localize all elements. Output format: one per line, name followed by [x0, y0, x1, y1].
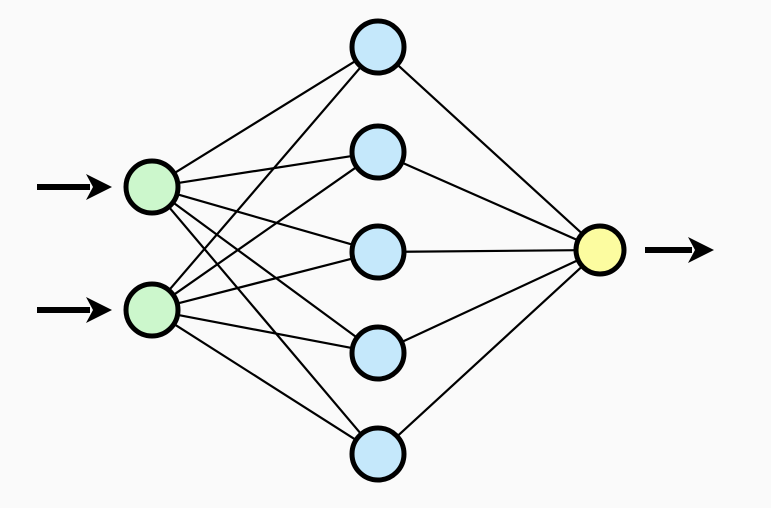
node-hidden-h4[interactable] [349, 324, 407, 382]
edge-i2-h3 [175, 257, 355, 305]
edge-i1-h1 [172, 59, 358, 175]
edge-i2-h4 [175, 313, 355, 350]
node-hidden-h5[interactable] [349, 425, 407, 483]
node-hidden-h3[interactable] [349, 223, 407, 281]
arrow-group [37, 174, 714, 323]
node-group [123, 18, 627, 483]
edge-i1-h5 [167, 204, 363, 437]
edge-i2-h2 [171, 165, 359, 297]
edge-i1-h4 [171, 200, 359, 340]
output-arrow-head [688, 237, 714, 263]
edge-h4-o1 [399, 258, 581, 344]
edge-i1-h2 [175, 154, 355, 185]
node-input-i1[interactable] [123, 158, 181, 216]
edge-h2-o1 [399, 160, 581, 242]
edge-group [167, 59, 585, 442]
edge-h3-o1 [401, 249, 579, 253]
edge-i2-h1 [167, 64, 363, 293]
edge-i1-h3 [174, 192, 356, 247]
input-arrow-1-head [86, 174, 112, 200]
edge-i2-h5 [171, 322, 359, 442]
node-hidden-h2[interactable] [349, 123, 407, 181]
node-hidden-h1[interactable] [349, 18, 407, 76]
edge-h5-o1 [395, 264, 585, 439]
edge-h1-o1 [395, 62, 585, 236]
input-arrow-2-head [86, 297, 112, 323]
node-input-i2[interactable] [123, 281, 181, 339]
node-output-o1[interactable] [573, 223, 627, 277]
